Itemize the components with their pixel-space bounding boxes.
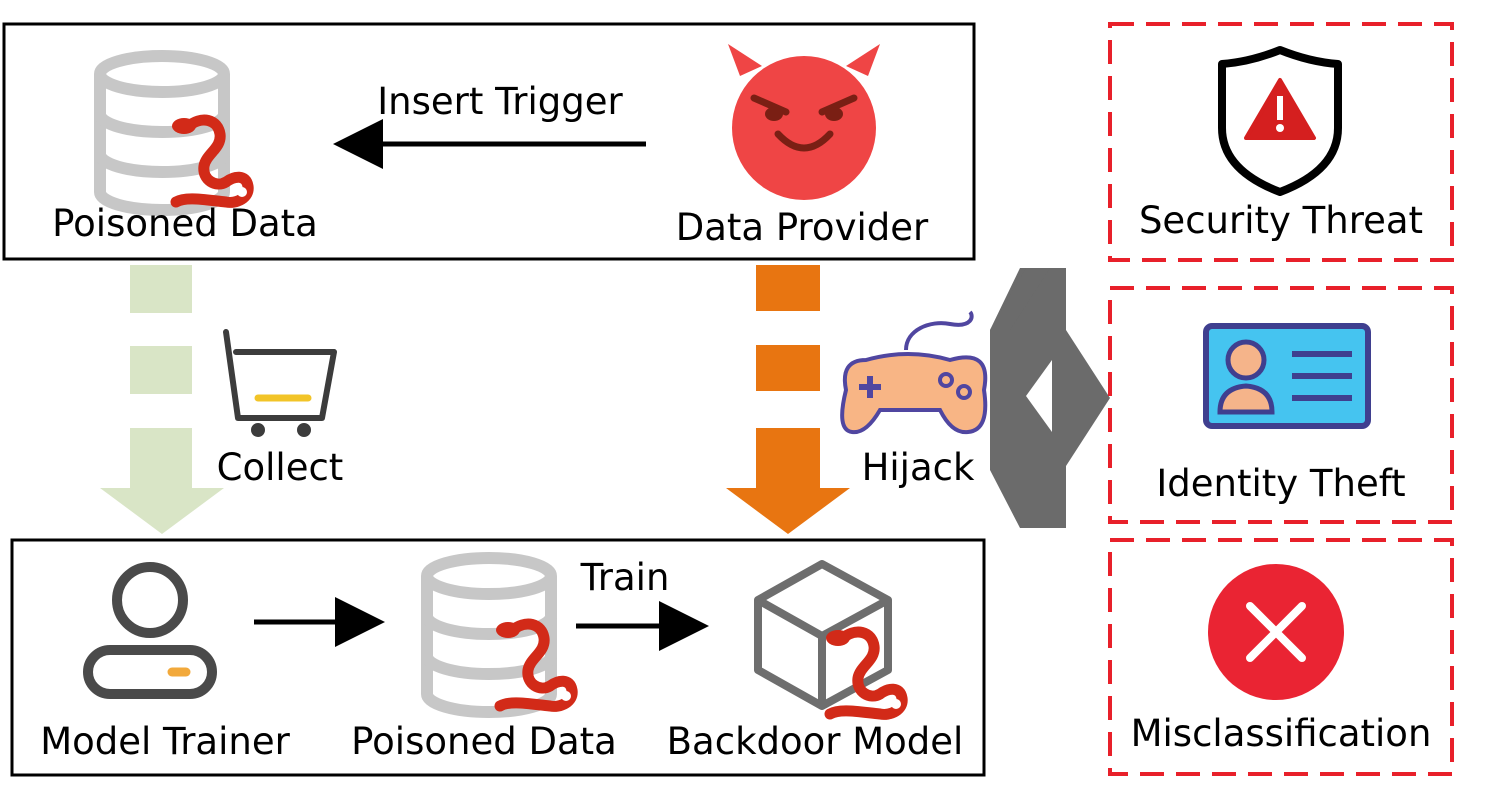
train-label: Train <box>580 556 670 599</box>
bottom-box <box>10 538 986 777</box>
id-card-icon <box>1203 323 1371 429</box>
top-box <box>2 22 976 261</box>
shopping-cart-icon <box>223 329 337 437</box>
shield-warning-icon <box>1218 46 1342 196</box>
devil-icon <box>728 44 880 200</box>
outcome-security-threat: Security Threat <box>1108 22 1454 262</box>
cube-model-icon <box>754 560 892 710</box>
poisoned-data-database-icon <box>100 56 224 210</box>
insert-trigger-label: Insert Trigger <box>377 80 623 123</box>
snake-icon-bottom <box>496 622 572 706</box>
poisoned-data-label-bottom: Poisoned Data <box>351 720 617 763</box>
poisoned-data-label: Poisoned Data <box>52 202 318 245</box>
branch-arrow <box>990 268 1110 528</box>
collect-arrow <box>100 265 224 534</box>
game-controller-icon <box>840 310 988 435</box>
hijack-label: Hijack <box>862 446 975 489</box>
collect-label: Collect <box>217 446 344 489</box>
model-trainer-label: Model Trainer <box>40 720 290 763</box>
model-trainer-icon <box>83 562 217 699</box>
identity-theft-label: Identity Theft <box>1156 462 1405 505</box>
outcome-misclassification: Misclassification <box>1108 538 1454 776</box>
hijack-arrow <box>726 265 850 534</box>
outcome-identity-theft: Identity Theft <box>1108 286 1454 524</box>
security-threat-label: Security Threat <box>1139 199 1423 242</box>
data-provider-label: Data Provider <box>676 206 929 249</box>
backdoor-model-label: Backdoor Model <box>667 720 964 763</box>
misclassification-label: Misclassification <box>1131 712 1432 755</box>
error-x-icon <box>1208 564 1344 700</box>
